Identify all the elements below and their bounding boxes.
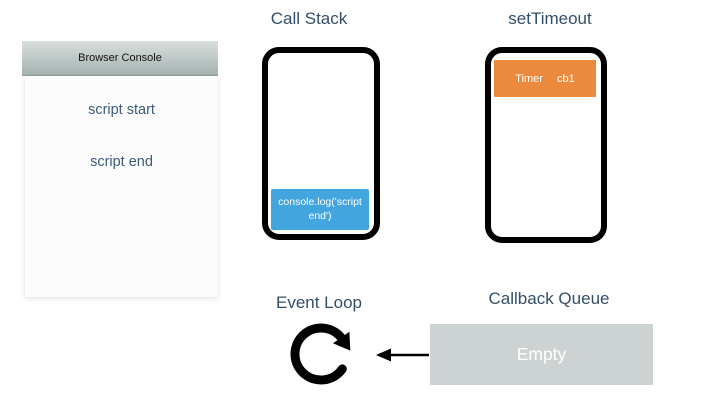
browser-console-panel: script start script end (25, 76, 218, 297)
timer-name-label: Timer (515, 72, 543, 85)
callback-queue-status: Empty (516, 344, 567, 364)
callback-queue-title: Callback Queue (488, 289, 610, 308)
console-log-line: script end (90, 154, 153, 170)
settimeout-title: setTimeout (508, 9, 592, 28)
rotate-clockwise-icon (290, 320, 356, 386)
stack-frame-console-log: console.log('script end') (271, 189, 369, 230)
event-loop-title: Event Loop (275, 293, 362, 312)
arrow-left-icon (375, 346, 430, 364)
console-log-line: script start (88, 102, 155, 118)
call-stack-title: Call Stack (270, 9, 348, 28)
timer-block: Timer cb1 (494, 60, 596, 97)
browser-console-header: Browser Console (22, 41, 218, 76)
callback-queue-box: Empty (430, 324, 653, 385)
stack-frame-label: console.log('script end') (278, 195, 362, 222)
timer-callback-label: cb1 (556, 72, 575, 85)
browser-console-title: Browser Console (78, 52, 162, 64)
